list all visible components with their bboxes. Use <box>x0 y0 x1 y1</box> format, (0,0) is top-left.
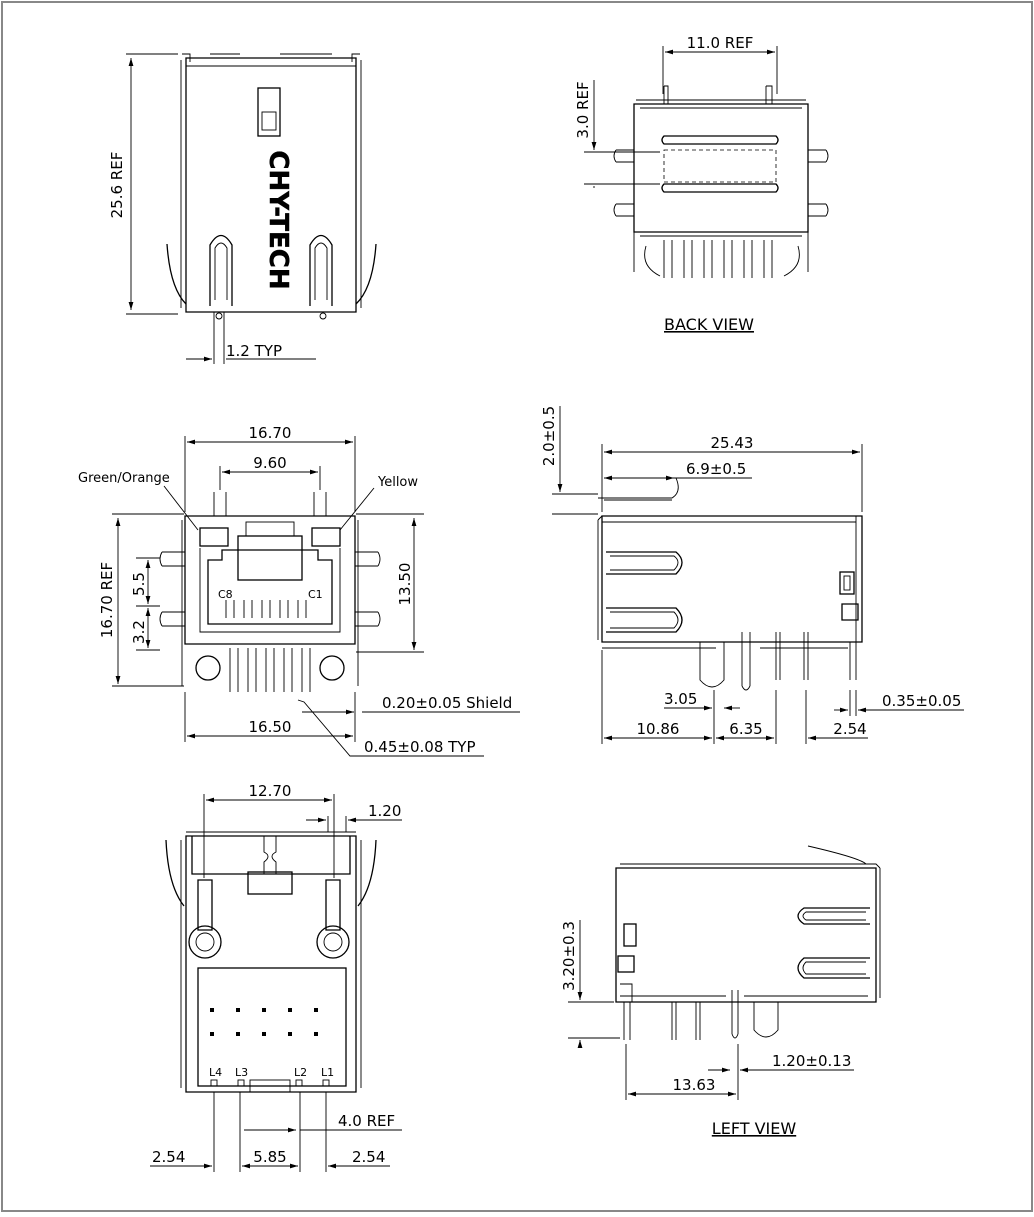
led-l1-label: L1 <box>321 1066 334 1079</box>
front-shield-dim: 0.20±0.05 Shield <box>382 694 512 712</box>
side-d3-dim: 6.35 <box>729 720 762 738</box>
bottom-view: L4 L3 L2 L1 12.70 1.20 4.0 REF 2.54 5.85… <box>150 782 402 1172</box>
side-d4-dim: 2.54 <box>833 720 866 738</box>
front-width-dim: 16.70 <box>249 424 292 442</box>
front-height-dim: 16.70 REF <box>98 562 116 638</box>
bottom-width-dim: 12.70 <box>249 782 292 800</box>
led-l4-label: L4 <box>209 1066 222 1079</box>
side-d2-dim: 10.86 <box>637 720 680 738</box>
front-led-span-dim: 9.60 <box>253 454 286 472</box>
bottom-d1-dim: 2.54 <box>152 1148 185 1166</box>
led-l3-label: L3 <box>235 1066 248 1079</box>
bottom-d3-dim: 2.54 <box>352 1148 385 1166</box>
side-view: 25.43 6.9±0.5 2.0±0.5 3.05 10.86 6.35 2.… <box>540 406 964 744</box>
bottom-edge-dim: 1.20 <box>368 802 401 820</box>
pin-c1-label: C1 <box>308 588 323 601</box>
top-pin-dim: 1.2 TYP <box>226 342 282 360</box>
side-d1-dim: 3.05 <box>664 690 697 708</box>
back-view: 11.0 REF 3.0 REF BACK VIEW <box>574 34 829 334</box>
left-pin-dim: 1.20±0.13 <box>772 1052 851 1070</box>
top-height-dim: 25.6 REF <box>108 152 126 219</box>
bottom-ref-dim: 4.0 REF <box>338 1112 395 1130</box>
side-pin-thickness-dim: 0.35±0.05 <box>882 692 961 710</box>
pin-c8-label: C8 <box>218 588 233 601</box>
left-height-dim: 3.20±0.3 <box>560 921 578 991</box>
left-view: 3.20±0.3 13.63 1.20±0.13 LEFT VIEW <box>560 845 881 1138</box>
left-view-title: LEFT VIEW <box>712 1119 797 1138</box>
back-width-dim: 11.0 REF <box>687 34 754 52</box>
led-l2-label: L2 <box>294 1066 307 1079</box>
front-view: C8 C1 Green/Orange Yellow 16.70 9.60 16.… <box>78 424 520 757</box>
back-view-title: BACK VIEW <box>664 315 754 334</box>
brand-logo-text: CHY-TECH <box>263 150 293 289</box>
left-length-dim: 13.63 <box>673 1076 716 1094</box>
side-latch-dim: 6.9±0.5 <box>686 460 746 478</box>
front-pin-width-dim: 0.45±0.08 TYP <box>364 738 476 756</box>
side-latch-top-dim: 2.0±0.5 <box>540 406 558 466</box>
front-v2-dim: 3.2 <box>130 620 148 644</box>
top-view: CHY-TECH 25.6 REF 1.2 TYP <box>108 53 377 364</box>
led-right-label: Yellow <box>377 475 418 490</box>
front-inner-height-dim: 13.50 <box>396 563 414 606</box>
led-left-label: Green/Orange <box>78 471 170 486</box>
side-length-dim: 25.43 <box>711 434 754 452</box>
bottom-d2-dim: 5.85 <box>253 1148 286 1166</box>
front-v1-dim: 5.5 <box>130 572 148 596</box>
back-height-dim: 3.0 REF <box>574 81 592 138</box>
front-base-dim: 16.50 <box>249 718 292 736</box>
